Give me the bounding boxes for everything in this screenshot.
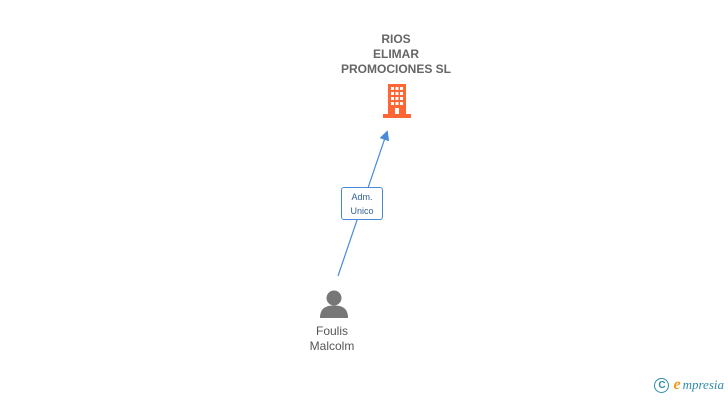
role-badge[interactable]: Adm. Unico [341,187,383,220]
building-icon[interactable] [381,84,413,123]
brand-initial: e [673,376,681,393]
brand-name: mpresia [682,377,724,392]
person-name-line: Malcolm [309,339,355,353]
company-name-line: RIOS [381,32,411,46]
company-name[interactable]: RIOS ELIMAR PROMOCIONES SL [296,32,496,77]
role-badge-line: Adm. [351,192,373,202]
copyright-icon: C [654,377,670,393]
company-name-line: ELIMAR [373,47,419,61]
empresia-logo[interactable]: C e mpresia [654,376,724,394]
role-badge-line: Unico [350,206,374,216]
person-icon[interactable] [319,290,349,323]
company-name-line: PROMOCIONES SL [340,62,451,76]
person-name[interactable]: Foulis Malcolm [282,324,382,354]
person-name-line: Foulis [315,324,348,338]
